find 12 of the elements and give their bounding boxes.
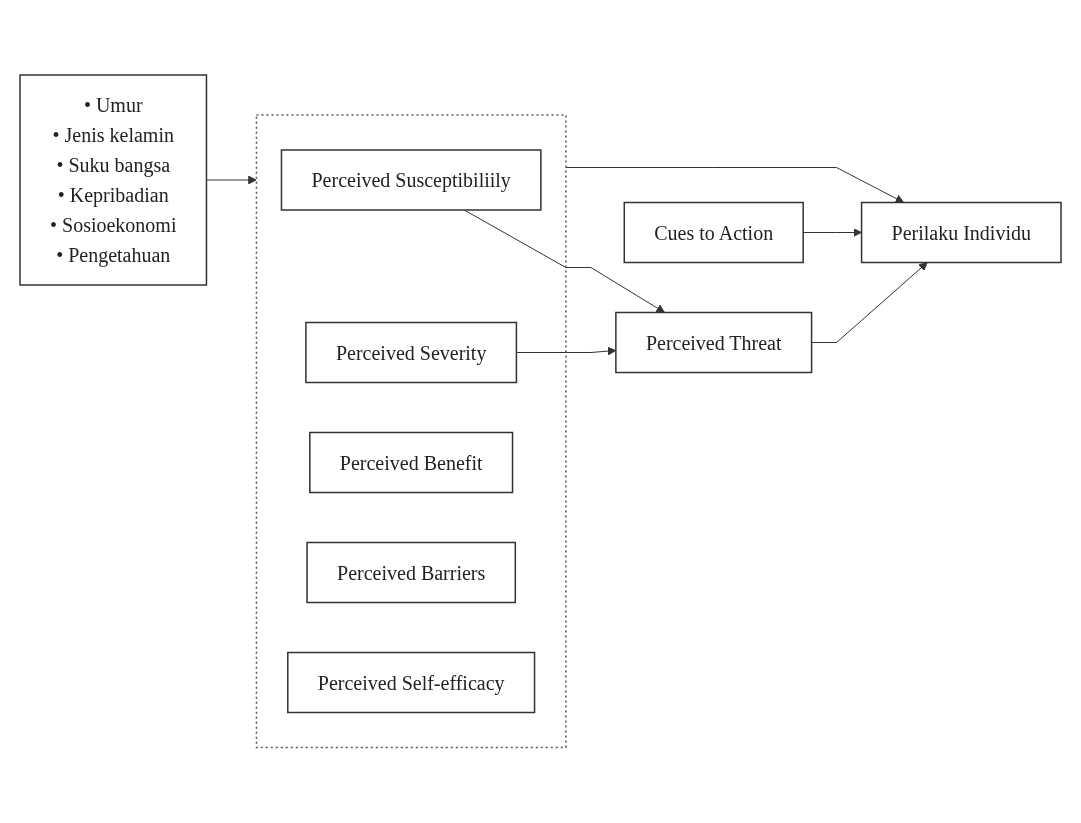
node-box: Perilaku Individu — [860, 202, 1062, 264]
cluster — [255, 114, 567, 749]
node-box: • Umur • Jenis kelamin • Suku bangsa • Kepribadian • Sosioekonomi • Pengetahuan — [19, 74, 208, 286]
arrow — [811, 262, 928, 344]
arrow — [565, 167, 905, 204]
node-box: Perceived Severity — [305, 322, 518, 384]
node-box: Cues to Action — [623, 202, 804, 264]
node-box: Perceived Threat — [615, 312, 813, 374]
node-box: Perceived Benefit — [309, 432, 514, 494]
node-box: Perceived Barriers — [306, 542, 517, 604]
node-box: Perceived Self-efficacy — [287, 652, 536, 714]
node-box: Perceived Susceptibiliily — [280, 149, 542, 211]
